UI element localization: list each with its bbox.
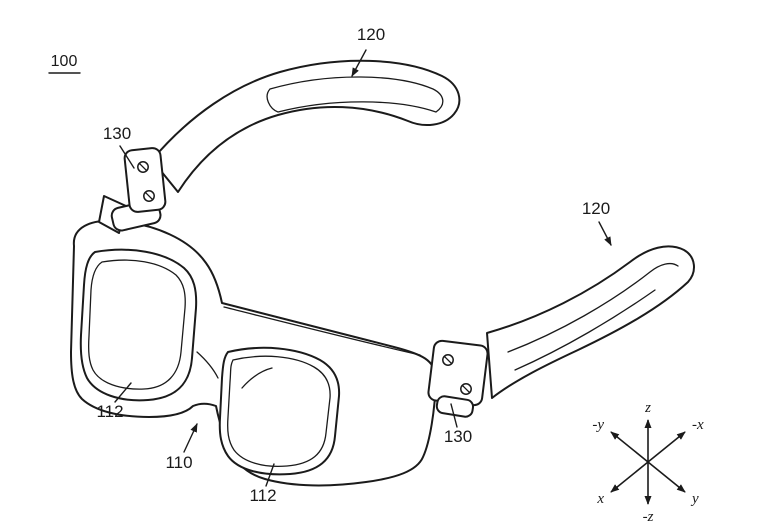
right-hinge-screw-top-slot — [444, 356, 452, 364]
label-temple-top: 120 — [357, 25, 385, 44]
leader-110 — [183, 423, 198, 453]
left-lens-bevel — [87, 259, 186, 390]
right-temple-inner-line-bottom — [514, 289, 656, 371]
label-hinge-left: 130 — [103, 124, 131, 143]
axis-neg-z-label: -z — [643, 509, 654, 525]
right-lens-reflection — [241, 367, 273, 389]
right-temple-inner-line-top — [507, 262, 679, 353]
leader-112-left — [114, 382, 132, 403]
leader-130-right — [450, 403, 458, 428]
axis-diagram: z -z -y -x x y — [592, 400, 704, 525]
left-hinge — [98, 147, 167, 234]
axis-z-label: z — [644, 400, 651, 416]
leader-120-top — [351, 49, 367, 77]
label-frame-front: 110 — [165, 453, 192, 472]
left-hinge-screw-bottom-slot — [145, 192, 153, 200]
label-hinge-right: 130 — [444, 427, 472, 446]
right-lens-bevel — [227, 355, 331, 468]
right-hinge-screw-bottom-slot — [462, 385, 470, 393]
left-temple-inner-slot — [266, 76, 444, 113]
axis-x-line — [610, 461, 649, 493]
axis-neg-y-line — [610, 431, 649, 463]
leader-lines — [114, 49, 612, 487]
leader-120-right — [598, 221, 612, 246]
right-hinge-block — [427, 339, 489, 407]
axis-neg-y-label: -y — [592, 417, 604, 433]
reference-labels: 100 120 130 120 112 110 112 130 — [48, 25, 610, 505]
left-hinge-block — [123, 147, 167, 213]
leader-130-left — [119, 145, 135, 169]
axis-y-line — [647, 461, 686, 493]
axis-neg-x-line — [647, 431, 686, 463]
left-temple-arm — [151, 59, 461, 193]
axis-x-label: x — [596, 491, 604, 507]
axis-neg-x-label: -x — [692, 417, 704, 433]
glasses-drawing — [70, 59, 695, 487]
label-lens-right: 112 — [249, 486, 276, 505]
left-lens — [79, 248, 198, 402]
figure-reference-number: 100 — [51, 53, 78, 70]
right-hinge — [427, 339, 489, 418]
right-temple-arm — [486, 245, 695, 399]
axis-y-label: y — [690, 491, 699, 507]
label-temple-right: 120 — [582, 199, 610, 218]
right-lens — [218, 346, 341, 476]
label-lens-left: 112 — [96, 402, 123, 421]
nose-bridge — [196, 351, 219, 379]
left-hinge-screw-top-slot — [139, 163, 147, 171]
frame-top-edge-line — [223, 306, 421, 356]
leader-112-right — [265, 463, 275, 487]
